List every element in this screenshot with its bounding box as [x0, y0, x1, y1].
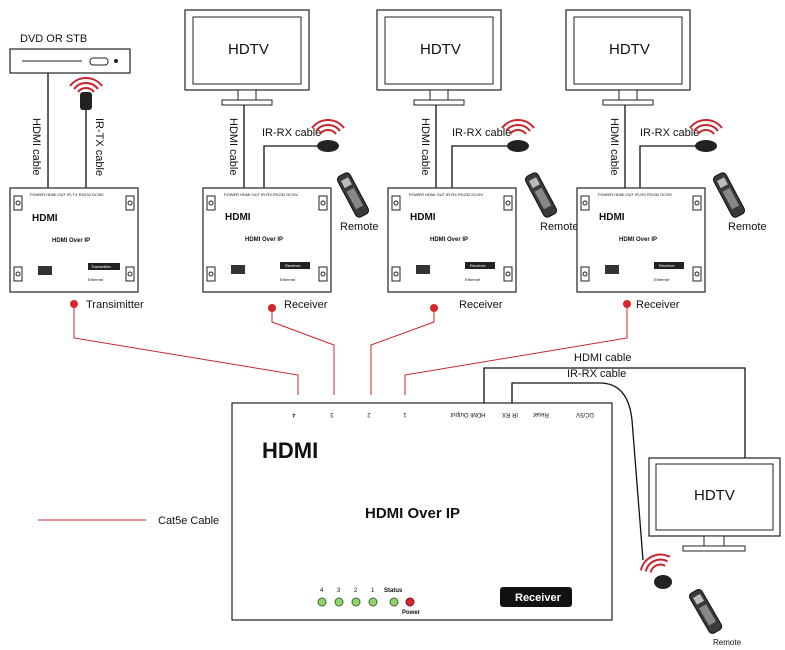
receiver-badge [500, 587, 572, 607]
receiver-caption-2: Receiver [459, 299, 503, 311]
main-port-reset: Reset [533, 411, 549, 417]
receiver-caption-3: Receiver [636, 299, 680, 311]
transmitter-title: HDMI Over IP [52, 238, 90, 244]
remote-label-2: Remote [540, 221, 579, 233]
hdmi-cable-label-2: HDMI cable [419, 118, 431, 175]
svg-text:POWER HDMI OUT IR-RX RS23: POWER HDMI OUT IR-RX RS232 DC/5V [598, 192, 672, 197]
hdtv-4-label: HDTV [694, 487, 735, 504]
receiver-badge-text: Receiver [515, 592, 562, 604]
led-label-4: 4 [320, 588, 324, 594]
dvd-stb-device: DVD OR STB [9, 33, 131, 74]
transmitter-badge: Transmitter [91, 264, 112, 269]
ir-rx-sensor-icon [311, 119, 723, 152]
cat5e-cables [70, 300, 631, 395]
led-4 [317, 597, 327, 607]
remote-label-3: Remote [728, 221, 767, 233]
main-logo: HDMI [262, 438, 318, 463]
transmitter-port-label: Ethernet [88, 277, 104, 282]
hdtv-1-label: HDTV [228, 41, 269, 58]
transmitter-logo: HDMI [32, 213, 58, 224]
receiver-1-logo: HDMI [225, 212, 251, 223]
hdtv-4: HDTV [648, 457, 781, 552]
receiver-3-badge: Receiver [659, 263, 675, 268]
led-3 [334, 597, 344, 607]
hdtv-2: HDTV [376, 9, 502, 106]
receiver-caption-1: Receiver [284, 299, 328, 311]
receiver-2-title: HDMI Over IP [430, 237, 468, 243]
ir-rx-cable-main [511, 382, 644, 561]
led-2 [351, 597, 361, 607]
receiver-3-title: HDMI Over IP [619, 237, 657, 243]
ir-rx-sensor-main-icon [636, 548, 674, 589]
receiver-2-logo: HDMI [410, 212, 436, 223]
hdmi-cable-label-3: HDMI cable [608, 118, 620, 175]
main-port-3: 3 [330, 411, 334, 417]
receiver-unit-2: POWER HDMI OUT IR-RX RS232 DC/5V HDMI HD… [387, 187, 517, 293]
svg-text:POWER HDMI OUT IR-RX RS23: POWER HDMI OUT IR-RX RS232 DC/5V [224, 192, 298, 197]
receiver-1-port-label: Ethernet [280, 277, 296, 282]
svg-text:POWER HDMI OUT IR-TX RS: POWER HDMI OUT IR-TX RS232 DC/5V [30, 192, 104, 197]
ir-rx-cable-label-2: IR-RX cable [452, 127, 511, 139]
ir-tx-emitter-icon [69, 77, 103, 110]
main-receiver-unit: HDMI HDMI Over IP 4 3 2 1 HDMI Output IR… [231, 402, 613, 621]
hdtv-3-label: HDTV [609, 41, 650, 58]
ir-rx-cable-label-main: IR-RX cable [567, 368, 626, 380]
led-1 [368, 597, 378, 607]
main-title: HDMI Over IP [365, 505, 460, 522]
led-label-3: 3 [337, 588, 341, 594]
led-label-2: 2 [354, 588, 358, 594]
ir-tx-cable-label: IR-TX cable [93, 118, 105, 176]
main-port-4: 4 [292, 411, 296, 417]
receiver-1-badge: Receiver [285, 263, 301, 268]
legend: Cat5e Cable [38, 515, 219, 527]
hdtv-3: HDTV [565, 9, 691, 106]
receiver-unit-1: POWER HDMI OUT IR-RX RS232 DC/5V HDMI HD… [202, 187, 332, 293]
transmitter-unit: POWER HDMI OUT IR-TX RS232 DC/5V HDMI HD… [9, 187, 139, 293]
ir-rx-cable-label-1: IR-RX cable [262, 127, 321, 139]
remote-label-1: Remote [340, 221, 379, 233]
main-port-ir-rx: IR RX [502, 411, 518, 417]
hdmi-cable-label-main: HDMI cable [574, 352, 631, 364]
main-port-2: 2 [367, 411, 371, 417]
legend-label: Cat5e Cable [158, 515, 219, 527]
receiver-3-port-label: Ethernet [654, 277, 670, 282]
receiver-2-badge: Receiver [470, 263, 486, 268]
status-led [389, 597, 399, 607]
remote-main-icon [687, 587, 724, 636]
hdmi-cable-label-source: HDMI cable [30, 118, 42, 175]
main-port-hdmi-output: HDMI Output [450, 411, 485, 417]
receiver-1-title: HDMI Over IP [245, 237, 283, 243]
hdmi-cable-label-1: HDMI cable [227, 118, 239, 175]
status-label: Status [384, 588, 403, 594]
receiver-2-port-label: Ethernet [465, 277, 481, 282]
led-label-1: 1 [371, 588, 375, 594]
main-port-dc5v: DC/5V [576, 411, 594, 417]
receiver-unit-3: POWER HDMI OUT IR-RX RS232 DC/5V HDMI HD… [576, 187, 706, 293]
hdtv-1: HDTV [184, 9, 310, 106]
remote-label-main: Remote [713, 638, 742, 647]
ir-rx-cable-label-3: IR-RX cable [640, 127, 699, 139]
hdmi-cable-main [483, 367, 746, 458]
power-label: Power [402, 610, 421, 616]
hdtv-2-label: HDTV [420, 41, 461, 58]
receiver-3-logo: HDMI [599, 212, 625, 223]
transmitter-caption: Transimitter [86, 299, 144, 311]
power-led [405, 597, 415, 607]
svg-text:POWER HDMI OUT IR-RX RS23: POWER HDMI OUT IR-RX RS232 DC/5V [409, 192, 483, 197]
source-label: DVD OR STB [20, 33, 87, 45]
main-port-1: 1 [403, 411, 407, 417]
